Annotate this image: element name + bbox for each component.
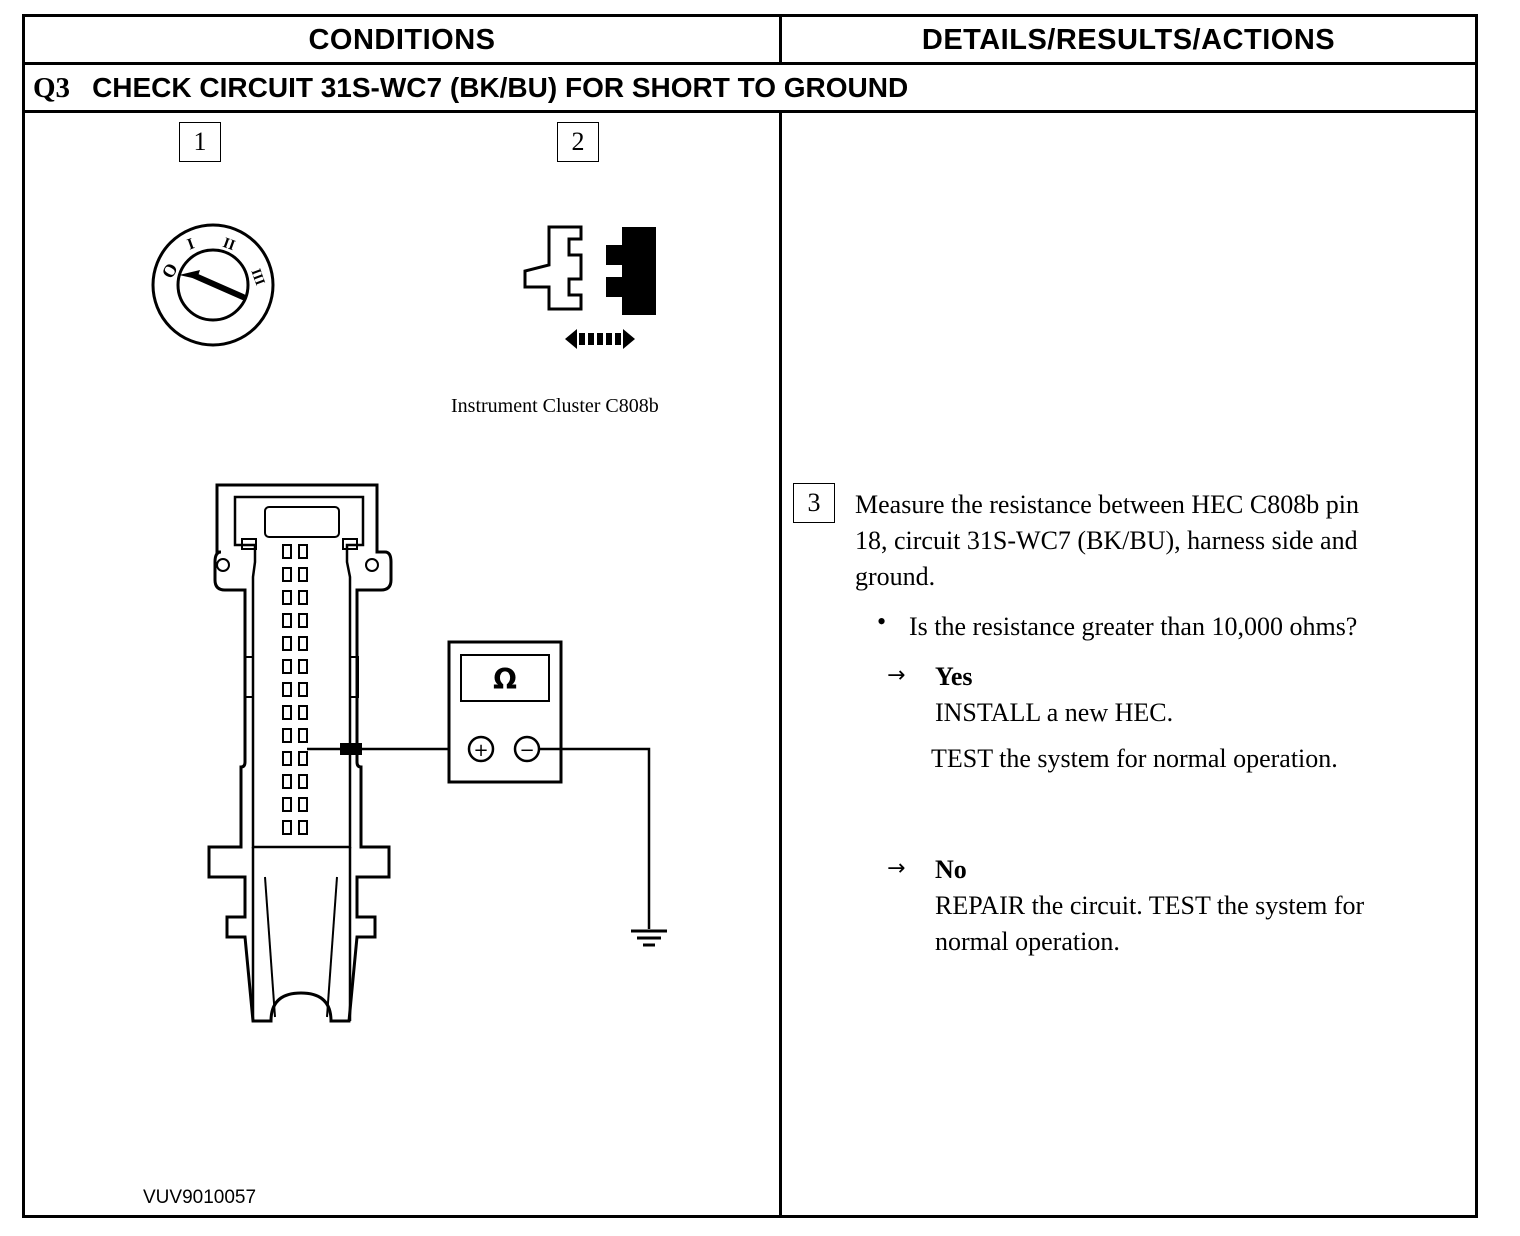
ground-symbol-icon	[631, 929, 667, 947]
step-2-box: 2	[557, 122, 599, 162]
conditions-diagram: O I II III	[151, 223, 667, 1023]
instruction-line-3: ground.	[855, 562, 936, 591]
yes-action-1: INSTALL a new HEC.	[935, 698, 1174, 727]
yes-action-2: TEST the system for normal operation.	[931, 744, 1338, 773]
connector-disconnect-icon	[523, 225, 656, 349]
no-action-2: normal operation.	[935, 927, 1120, 956]
connector-pin-grid	[282, 544, 308, 835]
test-title: CHECK CIRCUIT 31S-WC7 (BK/BU) FOR SHORT …	[92, 72, 909, 103]
question-text: Is the resistance greater than 10,000 oh…	[909, 612, 1358, 641]
column-divider	[779, 110, 782, 1218]
no-label: No	[935, 855, 967, 884]
ignition-switch-icon: O I II III	[151, 223, 275, 347]
ohmmeter-icon: Ω + −	[447, 640, 563, 784]
procedure-sheet: CONDITIONS DETAILS/RESULTS/ACTIONS Q3 CH…	[22, 14, 1478, 1218]
no-arrow-icon: →	[887, 856, 906, 881]
connector-face-icon	[207, 483, 393, 1023]
step-3-box: 3	[793, 483, 835, 523]
meter-symbol: Ω	[493, 663, 517, 696]
bullet-icon: •	[877, 607, 887, 636]
header-divider	[779, 17, 782, 63]
meter-plus-terminal: +	[473, 740, 488, 761]
test-number: Q3	[33, 71, 71, 104]
instruction-line-1: Measure the resistance between HEC C808b…	[855, 490, 1359, 519]
header-rule	[25, 62, 1475, 65]
test-title-row: Q3 CHECK CIRCUIT 31S-WC7 (BK/BU) FOR SHO…	[33, 65, 908, 111]
probe-tip	[340, 743, 362, 755]
yes-arrow-icon: →	[887, 663, 906, 688]
ignition-pos-3: III	[247, 267, 267, 288]
ignition-pos-2: II	[221, 235, 238, 254]
yes-label: Yes	[935, 662, 973, 691]
title-rule	[25, 110, 1475, 113]
figure-id: VUV9010057	[143, 1187, 257, 1208]
connector-caption: Instrument Cluster C808b	[451, 395, 659, 417]
details-header: DETAILS/RESULTS/ACTIONS	[921, 23, 1336, 56]
negative-test-lead	[539, 747, 651, 929]
ignition-pos-1: I	[185, 235, 197, 253]
instruction-line-2: 18, circuit 31S-WC7 (BK/BU), harness sid…	[855, 526, 1358, 555]
no-action-1: REPAIR the circuit. TEST the system for	[935, 891, 1365, 920]
conditions-header: CONDITIONS	[308, 23, 496, 56]
meter-minus-terminal: −	[519, 740, 534, 761]
step-1-box: 1	[179, 122, 221, 162]
